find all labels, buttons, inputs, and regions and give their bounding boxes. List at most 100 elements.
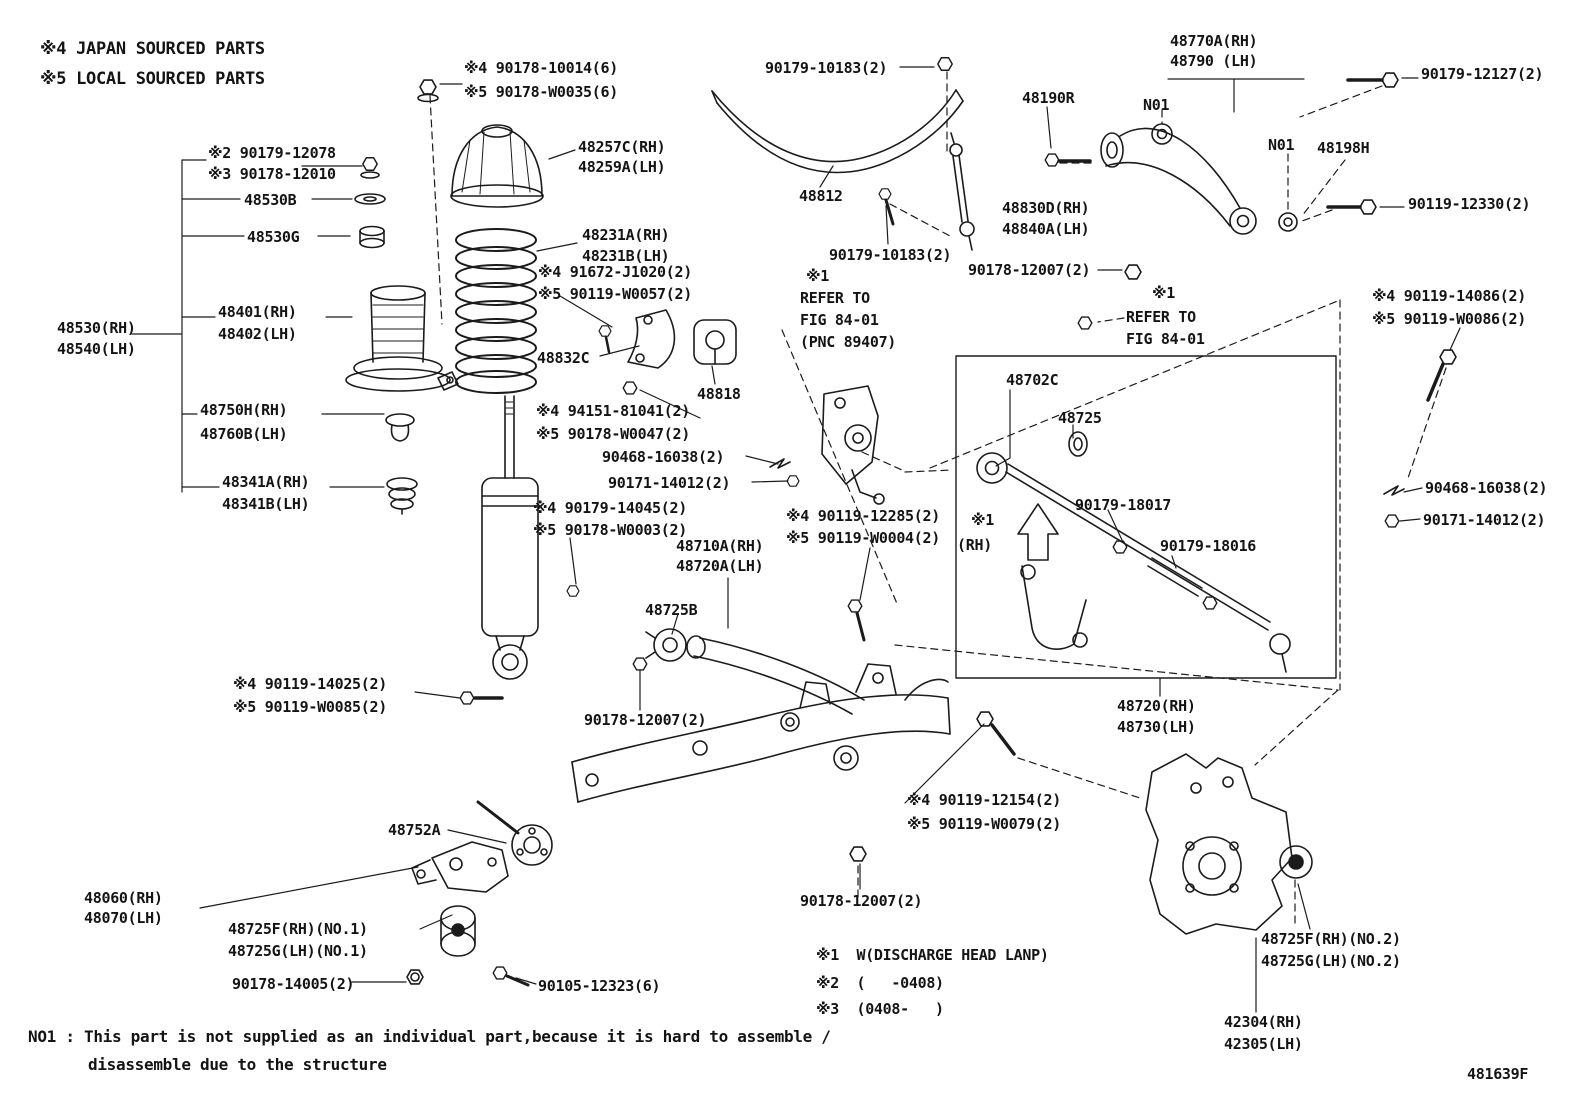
part-label: 90171-14012(2) xyxy=(1423,511,1546,529)
part-label: ※1 W(DISCHARGE HEAD LANP) xyxy=(816,946,1049,964)
bushing-48725B-drawing xyxy=(645,628,687,662)
bumper-48341A xyxy=(386,477,418,515)
part-label: N01 xyxy=(1268,136,1295,154)
part-label: ※5 90119-W0086(2) xyxy=(1372,310,1526,328)
part-label: ※4 90178-10014(6) xyxy=(464,59,618,77)
camber-washer-48752A xyxy=(476,800,553,866)
part-label: 42305(LH) xyxy=(1224,1035,1303,1053)
part-label: 48832C xyxy=(537,349,590,367)
part-label: ※1 xyxy=(971,511,995,529)
part-label: 48840A(LH) xyxy=(1002,220,1090,238)
suspension-member-drawing xyxy=(571,663,951,803)
leader-lines xyxy=(131,66,1461,1013)
stabilizer-bar-drawing xyxy=(711,89,964,174)
part-label: 48830D(RH) xyxy=(1002,199,1090,217)
part-label: 48060(RH) xyxy=(84,889,163,907)
part-label: 48231B(LH) xyxy=(582,247,670,265)
part-label: 90179-18016 xyxy=(1160,537,1257,555)
part-label: FIG 84-01 xyxy=(1126,330,1205,348)
stabilizer-bracket-48832C xyxy=(627,309,676,369)
part-label: 90171-14012(2) xyxy=(608,474,731,492)
part-label: 48540(LH) xyxy=(57,340,136,358)
part-label: FIG 84-01 xyxy=(800,311,879,329)
part-label: ※1 xyxy=(806,267,830,285)
arm-assembly-48060 xyxy=(411,841,509,957)
footnote-line-2: disassemble due to the structure xyxy=(88,1055,387,1074)
shock-absorber-drawing xyxy=(481,395,539,680)
height-sensor-assembly xyxy=(821,385,885,505)
part-label: ※5 90119-W0085(2) xyxy=(233,698,387,716)
part-label: ※5 90119-W0079(2) xyxy=(907,815,1061,833)
part-label: 90178-12007(2) xyxy=(800,892,923,910)
part-label: ※2 90179-12078 xyxy=(208,144,336,162)
part-label: 90179-12127(2) xyxy=(1421,65,1544,83)
rear-axle-knuckle-42304 xyxy=(1145,753,1293,935)
footnote-line-1: NO1 : This part is not supplied as an in… xyxy=(28,1027,831,1046)
part-label: 48530B xyxy=(244,191,297,209)
bushing-48750H xyxy=(385,413,415,442)
part-label: ※3 90178-12010 xyxy=(208,165,336,183)
part-label: 48402(LH) xyxy=(218,325,297,343)
part-label: (PNC 89407) xyxy=(800,333,897,351)
part-label: ※4 90119-14025(2) xyxy=(233,675,387,693)
part-label: N01 xyxy=(1143,96,1170,114)
part-label: ※4 90119-12154(2) xyxy=(907,791,1061,809)
part-label: ※1 xyxy=(1152,284,1176,302)
fastener-hardware xyxy=(360,57,1457,987)
part-label: 90105-12323(6) xyxy=(538,977,661,995)
part-label: 48818 xyxy=(697,385,741,403)
part-label: ※5 90178-W0047(2) xyxy=(536,425,690,443)
part-label: REFER TO xyxy=(800,289,870,307)
part-label: 48725F(RH)(NO.2) xyxy=(1261,930,1401,948)
part-label: 90178-14005(2) xyxy=(232,975,355,993)
part-label: 48530G xyxy=(247,228,300,246)
dashed-lines xyxy=(429,71,1447,927)
part-label: 48725B xyxy=(645,601,698,619)
part-label: ※5 90119-W0057(2) xyxy=(538,285,692,303)
collar-48530G xyxy=(359,225,385,249)
stabilizer-link-drawing xyxy=(949,132,975,251)
part-label: 48190R xyxy=(1022,89,1075,107)
part-label: ※2 ( -0408) xyxy=(816,974,944,992)
part-label: 48725G(LH)(NO.2) xyxy=(1261,952,1401,970)
legend-local-parts: ※5 LOCAL SOURCED PARTS xyxy=(40,69,265,89)
part-label: 42304(RH) xyxy=(1224,1013,1303,1031)
stabilizer-bushing-48818 xyxy=(693,319,737,365)
part-label: 48725F(RH)(NO.1) xyxy=(228,920,368,938)
part-label: 48760B(LH) xyxy=(200,425,288,443)
part-label: 48702C xyxy=(1006,371,1059,389)
part-label: 48725 xyxy=(1058,409,1102,427)
part-label: 48257C(RH) xyxy=(578,138,666,156)
legend-japan-parts: ※4 JAPAN SOURCED PARTS xyxy=(40,39,265,59)
part-label: 48812 xyxy=(799,187,843,205)
part-label: 48770A(RH) xyxy=(1170,32,1258,50)
part-label: (RH) xyxy=(957,536,992,554)
part-label: ※3 (0408- ) xyxy=(816,1000,944,1018)
part-label: 90468-16038(2) xyxy=(1425,479,1548,497)
part-label: 90178-12007(2) xyxy=(968,261,1091,279)
assembly-detail-box xyxy=(955,355,1337,679)
part-label: 48750H(RH) xyxy=(200,401,288,419)
part-label: 48341A(RH) xyxy=(222,473,310,491)
bushing-48725F-no2-drawing xyxy=(1279,845,1313,879)
part-label: 90179-10183(2) xyxy=(765,59,888,77)
part-label: 48720(RH) xyxy=(1117,697,1196,715)
coil-spring-drawing xyxy=(455,228,537,394)
part-label: ※4 90179-14045(2) xyxy=(533,499,687,517)
part-label: 48341B(LH) xyxy=(222,495,310,513)
part-label: ※5 90119-W0004(2) xyxy=(786,529,940,547)
part-label: 48752A xyxy=(388,821,441,839)
part-label: 48720A(LH) xyxy=(676,557,764,575)
part-label: 90178-12007(2) xyxy=(584,711,707,729)
part-label: 48710A(RH) xyxy=(676,537,764,555)
part-label: 48070(LH) xyxy=(84,909,163,927)
part-label: REFER TO xyxy=(1126,308,1196,326)
part-label: 48530(RH) xyxy=(57,319,136,337)
part-label: 48198H xyxy=(1317,139,1370,157)
part-label: 90179-18017 xyxy=(1075,496,1172,514)
spring-bumper-boot-48401 xyxy=(345,285,459,392)
lower-arm-48710A xyxy=(686,635,865,715)
part-label: ※4 90119-14086(2) xyxy=(1372,287,1526,305)
